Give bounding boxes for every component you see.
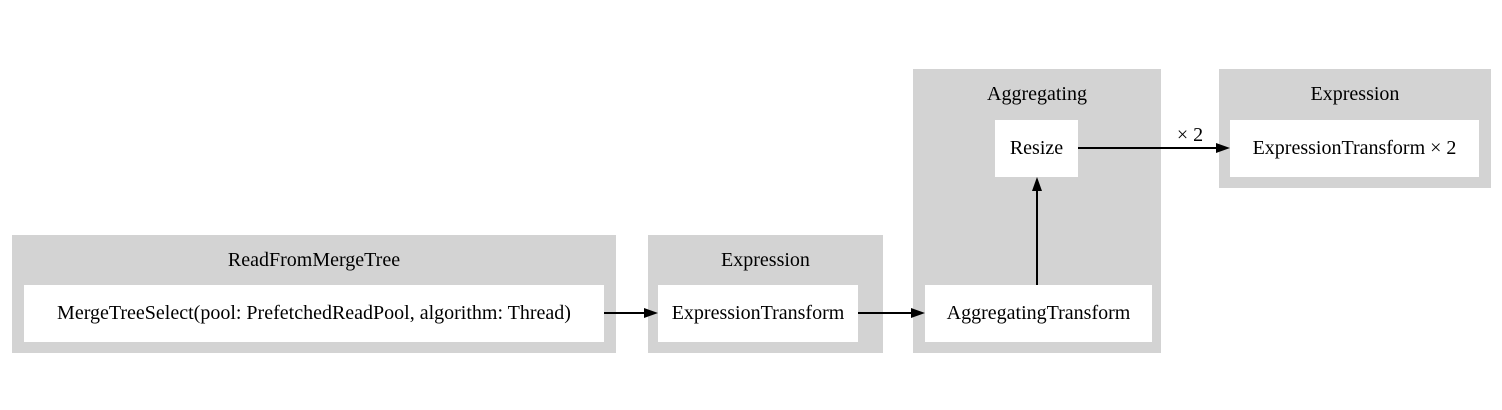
- node-expression-transform-x2: ExpressionTransform × 2: [1230, 120, 1479, 177]
- cluster-title-expression-2: Expression: [1310, 82, 1400, 105]
- cluster-title-read-from-merge-tree: ReadFromMergeTree: [227, 248, 401, 271]
- cluster-title-expression-1: Expression: [721, 248, 810, 271]
- node-expression-transform: ExpressionTransform: [658, 285, 858, 342]
- cluster-title-aggregating: Aggregating: [987, 82, 1087, 105]
- node-resize: Resize: [995, 120, 1078, 177]
- node-merge-tree-select: MergeTreeSelect(pool: PrefetchedReadPool…: [24, 285, 604, 342]
- node-aggregating-transform: AggregatingTransform: [925, 285, 1152, 342]
- edge-label-multiplier: × 2: [1177, 124, 1203, 146]
